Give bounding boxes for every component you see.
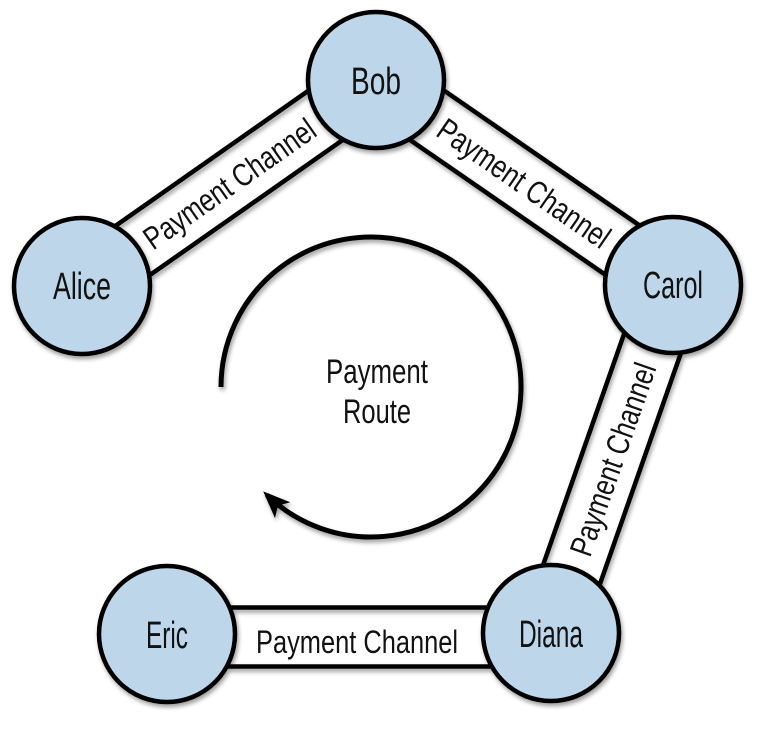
edge-label-eric-diana: Payment Channel xyxy=(256,624,458,660)
node-circle-bob xyxy=(305,9,447,151)
edge-label-bob-carol: Payment Channel xyxy=(431,111,618,255)
payment-route-label-line2: Route xyxy=(343,393,411,431)
node-label-bob: Bob xyxy=(351,61,401,103)
node-circle-diana xyxy=(480,562,622,704)
edge-label-carol-diana: Payment Channel xyxy=(563,358,664,561)
node-label-carol: Carol xyxy=(643,265,703,307)
payment-route-label-line1: Payment xyxy=(326,353,428,391)
node-circle-alice xyxy=(11,215,153,357)
node-circle-eric xyxy=(96,563,238,705)
payment-route-arrow xyxy=(218,234,524,540)
node-label-diana: Diana xyxy=(519,614,584,656)
node-circle-carol xyxy=(602,214,744,356)
edge-label-alice-bob: Payment Channel xyxy=(137,111,323,256)
node-label-eric: Eric xyxy=(146,615,188,657)
node-label-alice: Alice xyxy=(53,266,111,308)
